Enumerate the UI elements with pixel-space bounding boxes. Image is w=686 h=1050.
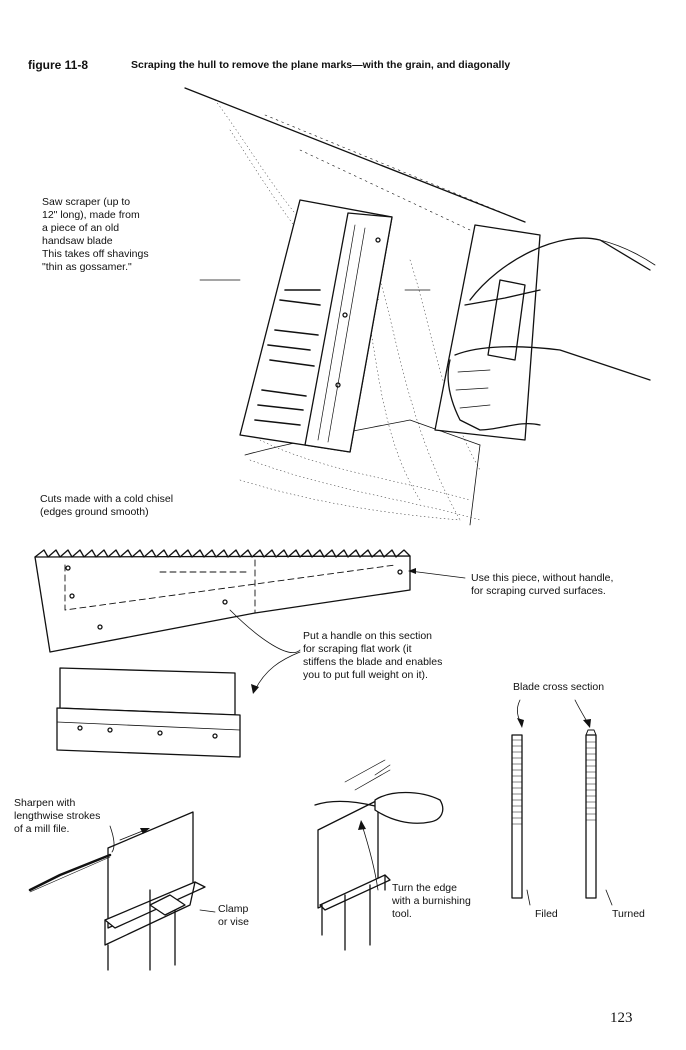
figure-label: figure 11-8 — [28, 58, 89, 72]
label-turned: Turned — [612, 908, 645, 920]
scraper-on-hull — [239, 199, 393, 453]
leader-handle — [254, 651, 301, 691]
leader-use-piece — [409, 570, 466, 579]
cross-section-turned — [574, 699, 613, 906]
label-use-piece: Use this piece, without handle, for scra… — [471, 572, 614, 597]
label-burnish: Turn the edge with a burnishing tool. — [392, 882, 471, 920]
label-saw-scraper: Saw scraper (up to 12" long), made from … — [42, 196, 140, 247]
label-handle: Put a handle on this section for scrapin… — [303, 630, 443, 681]
scraper-with-handle — [56, 667, 241, 758]
label-shavings: This takes off shavings "thin as gossame… — [42, 248, 149, 273]
page-number: 123 — [610, 1010, 633, 1026]
scraper-with-hands — [434, 224, 656, 441]
label-cuts: Cuts made with a cold chisel (edges grou… — [40, 493, 174, 518]
label-blade-cross-section: Blade cross section — [513, 681, 605, 693]
leader-handle-from — [229, 609, 301, 653]
cross-section-filed — [511, 699, 531, 906]
label-clamp: Clamp or vise — [218, 903, 249, 928]
leader-clamp — [199, 909, 216, 913]
label-filed: Filed — [535, 908, 558, 920]
sharpening-illustration — [28, 811, 206, 971]
label-sharpen: Sharpen with lengthwise strokes of a mil… — [14, 797, 101, 835]
handsaw-blade — [34, 549, 411, 653]
burnishing-illustration — [314, 759, 444, 951]
figure-caption: Scraping the hull to remove the plane ma… — [131, 59, 511, 71]
